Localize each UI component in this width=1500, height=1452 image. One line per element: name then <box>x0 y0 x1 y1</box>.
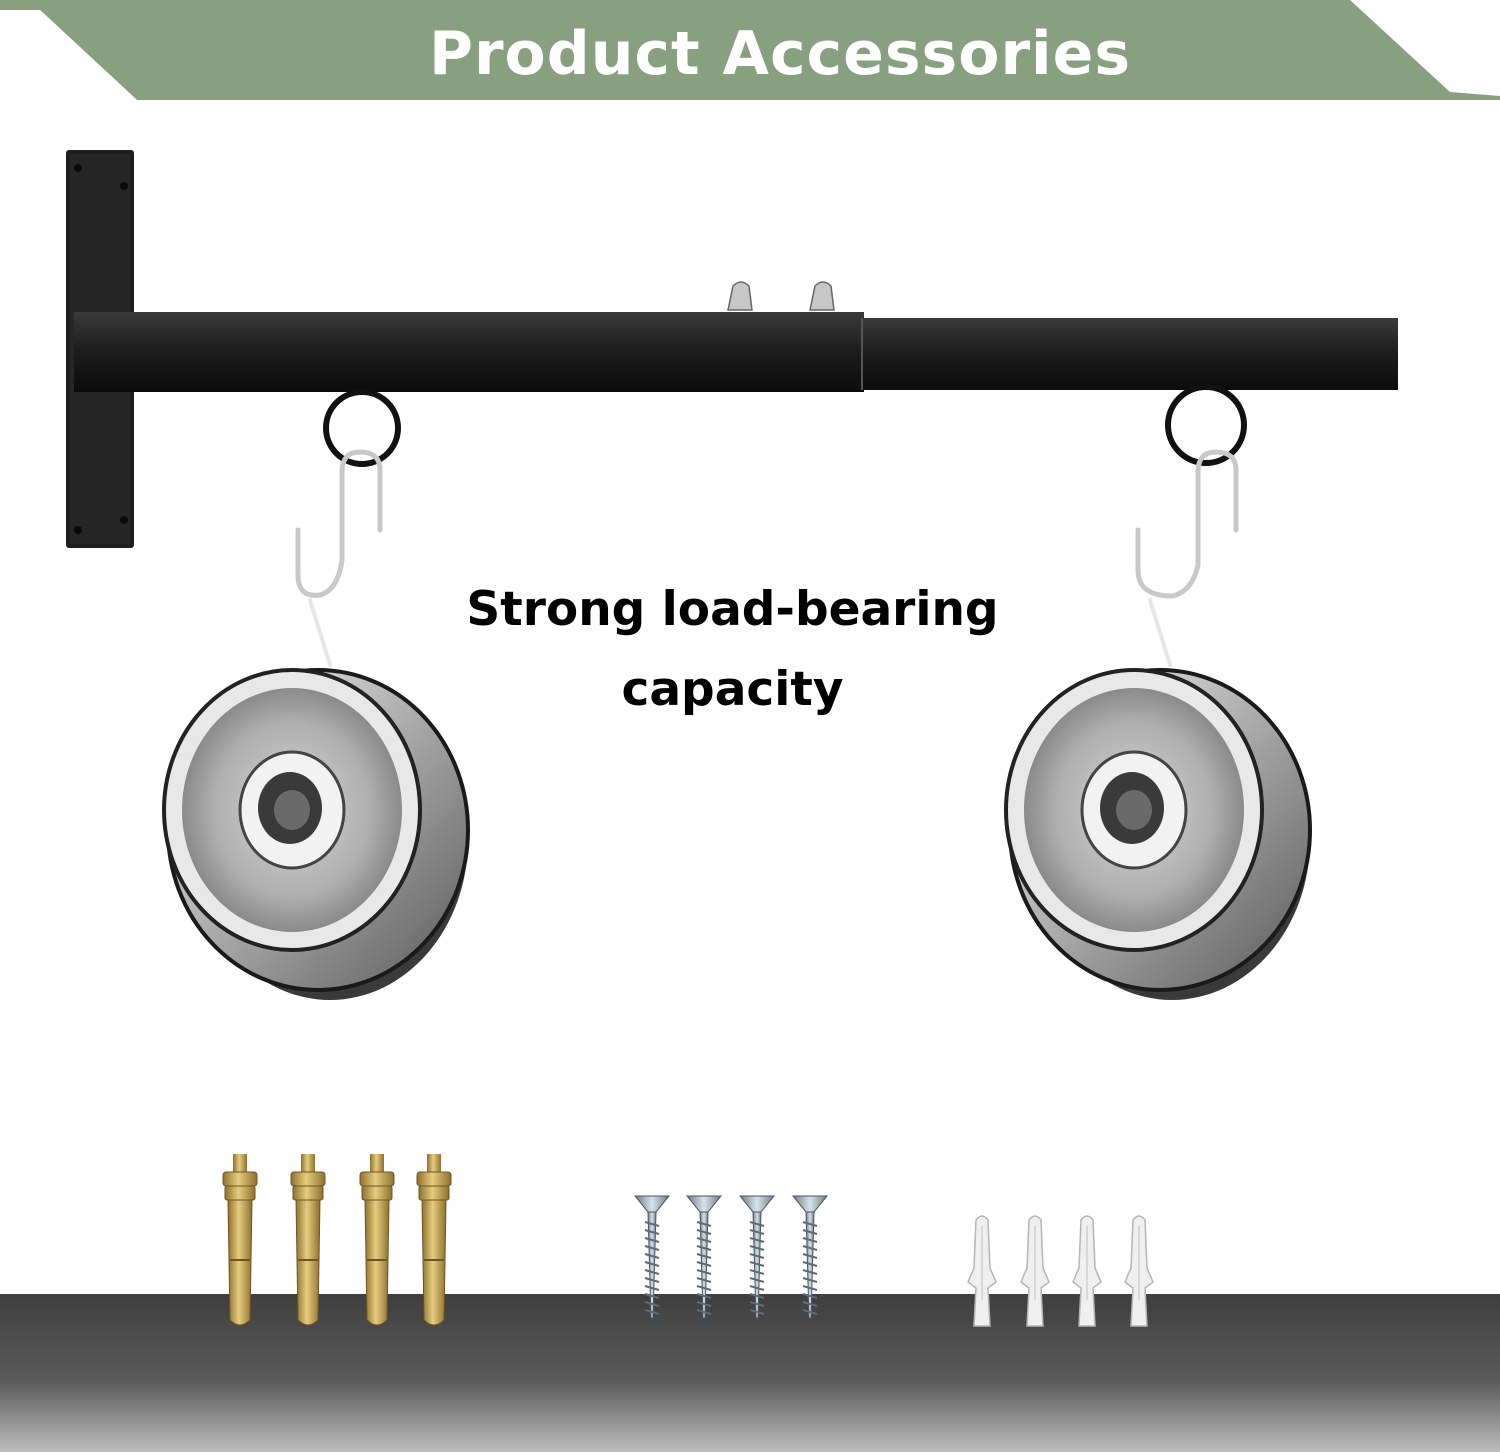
wall-anchor-icon <box>1020 1215 1050 1327</box>
right-hook-icon <box>1135 384 1247 667</box>
banner-title: Product Accessories <box>428 19 1132 89</box>
left-hook-icon <box>295 389 401 667</box>
expansion-bolt-icon <box>222 1154 258 1326</box>
expansion-bolts-group <box>222 1154 452 1326</box>
title-banner <box>0 0 1500 110</box>
caption-line-2: capacity <box>621 662 844 717</box>
banner-shape <box>0 0 1500 100</box>
screw-icon <box>738 1195 776 1319</box>
wall-anchor-icon <box>1124 1215 1154 1327</box>
bracket-icon <box>66 150 1398 548</box>
left-weight-plate-icon <box>162 668 470 1000</box>
load-capacity-caption: Strong load-bearing capacity <box>420 570 1045 730</box>
wall-anchor-icon <box>1072 1215 1102 1327</box>
expansion-bolt-icon <box>416 1154 452 1326</box>
screws-group <box>633 1195 829 1319</box>
expansion-bolt-icon <box>359 1154 395 1326</box>
expansion-bolt-icon <box>290 1154 326 1326</box>
screw-icon <box>791 1195 829 1319</box>
anchors-group <box>967 1215 1154 1327</box>
floor-surface <box>0 1294 1500 1452</box>
wall-anchor-icon <box>967 1215 997 1327</box>
screw-icon <box>633 1195 671 1319</box>
screw-icon <box>685 1195 723 1319</box>
right-weight-plate-icon <box>1004 668 1312 1000</box>
caption-line-1: Strong load-bearing <box>466 582 999 637</box>
